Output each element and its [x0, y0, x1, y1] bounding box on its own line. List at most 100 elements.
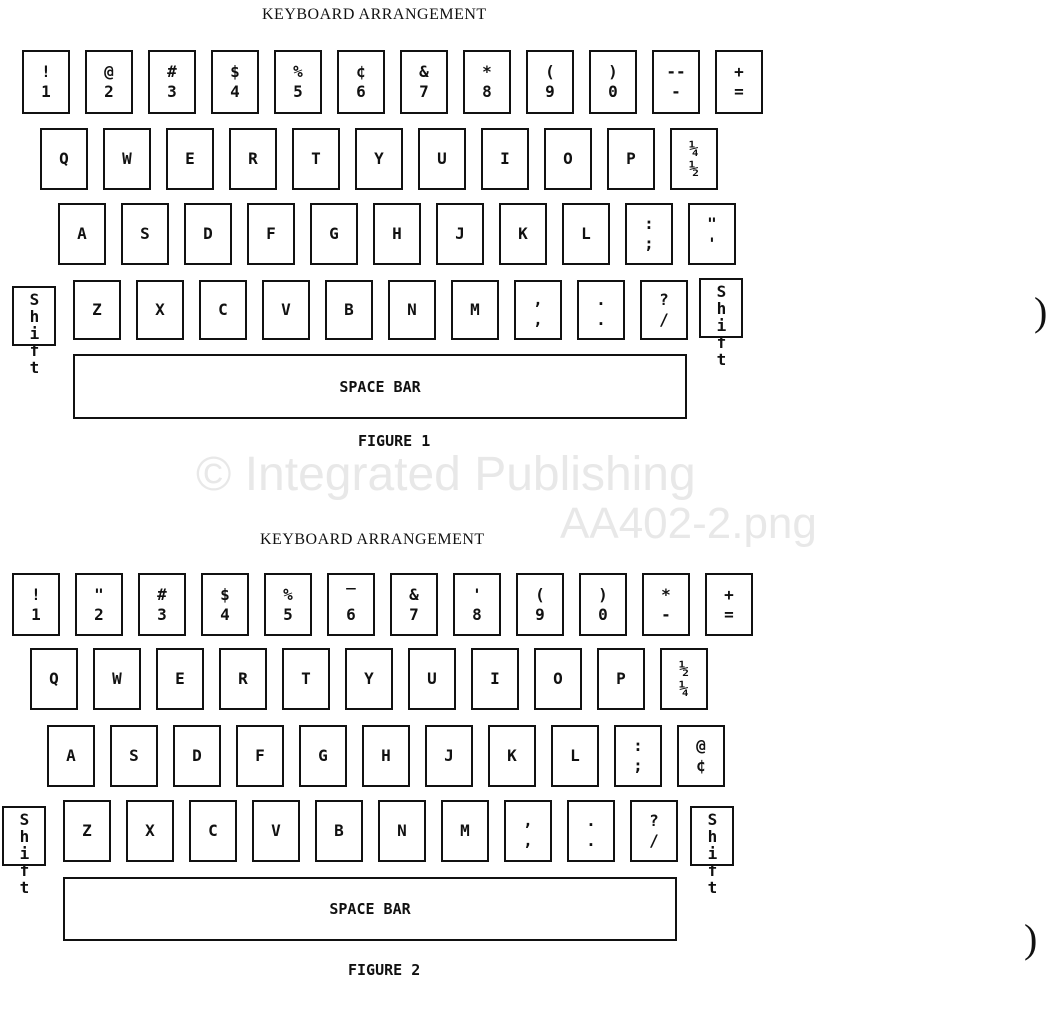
key-0: )0: [579, 573, 627, 636]
key-O: O: [534, 648, 582, 710]
figure-1-label: FIGURE 1: [358, 432, 431, 450]
key-/: ?/: [640, 280, 688, 340]
key-G: G: [299, 725, 347, 787]
key-lower-char: 9: [535, 604, 545, 624]
key-lower-char: C: [208, 821, 218, 840]
margin-mark: ): [1034, 289, 1046, 334]
key-upper-char: %: [283, 584, 293, 604]
key-L: L: [551, 725, 599, 787]
key-lower-char: P: [616, 669, 626, 688]
key-lower-char: C: [218, 300, 228, 319]
key-lower-char: X: [145, 821, 155, 840]
key-1: !1: [12, 573, 60, 636]
key-lower-char: R: [248, 149, 258, 168]
key-upper-char: +: [724, 584, 734, 604]
space-bar-key: SPACE BAR: [63, 877, 677, 941]
key-lower-char: =: [724, 604, 734, 624]
key-lower-char: ': [707, 234, 717, 253]
key-lower-char: Q: [49, 669, 59, 688]
key-lower-char: 6: [346, 604, 356, 624]
key-upper-char: ¼: [689, 139, 699, 158]
key-lower-char: .: [596, 310, 606, 329]
figure-2-label: FIGURE 2: [348, 961, 421, 979]
key-lower-char: Z: [92, 300, 102, 319]
key--: ---: [652, 50, 700, 114]
shift-key-right: [699, 278, 743, 338]
key-lower-char: W: [112, 669, 122, 688]
key-lower-char: 0: [608, 82, 618, 101]
key-Y: Y: [355, 128, 403, 190]
key-upper-char: ): [598, 584, 608, 604]
key-lower-char: N: [407, 300, 417, 319]
key-lower-char: V: [271, 821, 281, 840]
key-lower-char: J: [444, 746, 454, 765]
key-lower-char: V: [281, 300, 291, 319]
key-lower-char: F: [255, 746, 265, 765]
shift-label-right: Shift: [712, 282, 731, 367]
key-lower-char: 7: [409, 604, 419, 624]
key-lower-char: 5: [293, 82, 303, 101]
key-8: *8: [463, 50, 511, 114]
key-upper-char: !: [31, 584, 41, 604]
key-/: ?/: [630, 800, 678, 862]
key-K: K: [499, 203, 547, 265]
key-lower-char: O: [563, 149, 573, 168]
key-lower-char: 7: [419, 82, 429, 101]
key-lower-char: ;: [644, 234, 654, 253]
key-M: M: [441, 800, 489, 862]
key-upper-char: %: [293, 62, 303, 81]
key-lower-char: W: [122, 149, 132, 168]
key-P: P: [607, 128, 655, 190]
key-¢: @¢: [677, 725, 725, 787]
space-bar-key: SPACE BAR: [73, 354, 687, 419]
key-;: :;: [614, 725, 662, 787]
key-X: X: [126, 800, 174, 862]
key-I: I: [481, 128, 529, 190]
key-F: F: [247, 203, 295, 265]
key-2: @2: [85, 50, 133, 114]
key-upper-char: ': [472, 584, 482, 604]
key-H: H: [362, 725, 410, 787]
key-N: N: [388, 280, 436, 340]
key-upper-char: ": [707, 214, 717, 233]
key-S: S: [110, 725, 158, 787]
key-lower-char: I: [500, 149, 510, 168]
key-upper-char: $: [230, 62, 240, 81]
key-lower-char: U: [437, 149, 447, 168]
key-lower-char: P: [626, 149, 636, 168]
figure-2-title: KEYBOARD ARRANGEMENT: [260, 531, 485, 548]
key-5: %5: [264, 573, 312, 636]
key-U: U: [408, 648, 456, 710]
key-A: A: [58, 203, 106, 265]
key-lower-char: B: [344, 300, 354, 319]
key-R: R: [229, 128, 277, 190]
key-lower-char: /: [649, 831, 659, 850]
key-lower-char: ;: [633, 756, 643, 775]
key-lower-char: 9: [545, 82, 555, 101]
key-lower-char: L: [570, 746, 580, 765]
key-lower-char: 1: [41, 82, 51, 101]
key-lower-char: H: [392, 224, 402, 243]
shift-label-left: Shift: [15, 810, 34, 895]
key-4: $4: [211, 50, 259, 114]
key-S: S: [121, 203, 169, 265]
key-upper-char: #: [157, 584, 167, 604]
key-lower-char: M: [460, 821, 470, 840]
key-lower-char: 5: [283, 604, 293, 624]
key-lower-char: 8: [482, 82, 492, 101]
key-upper-char: !: [41, 62, 51, 81]
key-G: G: [310, 203, 358, 265]
key-lower-char: Y: [374, 149, 384, 168]
key-lower-char: E: [185, 149, 195, 168]
key-W: W: [103, 128, 151, 190]
key-lower-char: 8: [472, 604, 482, 624]
key-lower-char: S: [129, 746, 139, 765]
key-,: ,,: [504, 800, 552, 862]
key-upper-char: ,: [523, 811, 533, 830]
key-P: P: [597, 648, 645, 710]
key-upper-char: @: [696, 736, 706, 755]
key-upper-char: &: [419, 62, 429, 81]
key-N: N: [378, 800, 426, 862]
